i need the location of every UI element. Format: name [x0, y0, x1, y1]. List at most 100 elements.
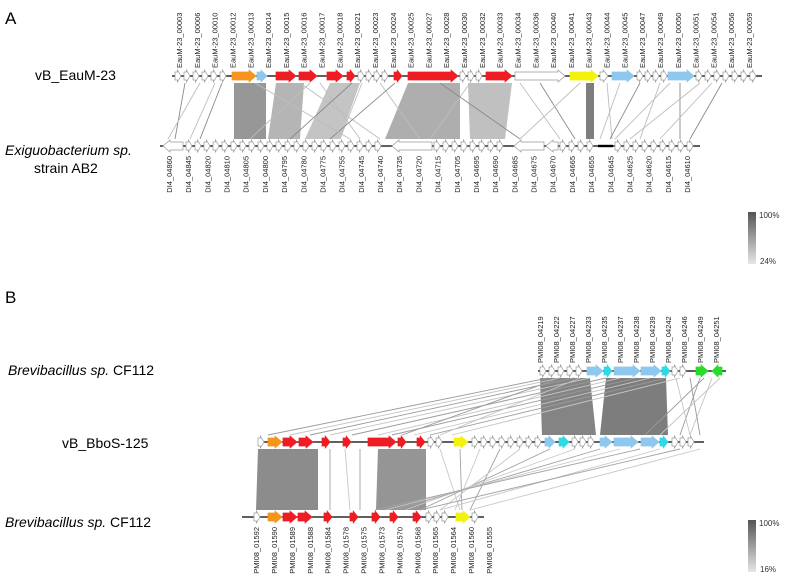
locus-eaum23-1: EauM-23_00006 — [193, 13, 202, 68]
track-ab2-gene-41 — [641, 138, 649, 154]
track-bbos125-gene-31 — [687, 434, 695, 450]
link-b-top-9 — [451, 377, 681, 436]
track-cf112-top-gene-2 — [557, 363, 565, 379]
locus-eaum23-3: EauM-23_00012 — [228, 13, 237, 68]
track-eaum23-gene-5 — [219, 68, 227, 84]
track-eaum23-gene-20 — [475, 68, 483, 84]
track-cf112-top-gene-11 — [679, 363, 687, 379]
track-ab2-gene-46 — [686, 138, 694, 154]
track-eaum23-gene-28 — [652, 68, 660, 84]
link-b-bot-10 — [394, 448, 601, 511]
track-bbos125-gene-4 — [321, 435, 331, 449]
track-cf112-top-gene-3 — [566, 363, 574, 379]
track-cf112-bottom-gene-3 — [297, 510, 313, 524]
locus-ab2-22: DI4_04655 — [587, 156, 596, 193]
locus-cf112-top-11: PMI08_04251 — [712, 316, 721, 363]
track-ab2-gene-27 — [460, 138, 468, 154]
track-ab2-gene-33 — [545, 139, 559, 153]
link-b-top-6 — [391, 377, 637, 436]
track-bbos125-gene-1 — [267, 435, 283, 449]
track-eaum23-gene-21 — [485, 69, 513, 83]
link-a-0 — [174, 82, 186, 140]
track-ab2-gene-20 — [356, 138, 364, 154]
track-bbos125-gene-6 — [367, 435, 397, 449]
track-ab2-gene-19 — [347, 138, 355, 154]
track-cf112-top-gene-1 — [548, 363, 556, 379]
legend-b-min: 16% — [760, 565, 776, 574]
locus-cf112-top-10: PMI08_04249 — [696, 316, 705, 363]
locus-ab2-6: DI4_04795 — [280, 156, 289, 193]
locus-cf112-bottom-12: PMI08_01560 — [467, 527, 476, 574]
link-a-13 — [606, 82, 613, 140]
track-ab2-gene-5 — [221, 138, 229, 154]
track-cf112-top-gene-12 — [695, 364, 709, 378]
track-cf112-top-gene-0 — [539, 363, 547, 379]
link-a-24 — [439, 82, 521, 140]
locus-eaum23-24: EauM-23_00044 — [603, 13, 612, 68]
track-eaum23-gene-3 — [201, 68, 209, 84]
link-a-11 — [519, 82, 561, 140]
link-a-2 — [189, 82, 216, 140]
locus-ab2-24: DI4_04625 — [625, 156, 634, 193]
link-a-12 — [539, 82, 576, 140]
locus-eaum23-23: EauM-23_00043 — [585, 13, 594, 68]
track-ab2 — [160, 138, 700, 154]
track-eaum23-gene-27 — [644, 68, 652, 84]
track-cf112-bottom-gene-2 — [282, 510, 298, 524]
track-bbos125-gene-14 — [489, 434, 497, 450]
locus-cf112-top-9: PMI08_04246 — [680, 316, 689, 363]
locus-eaum23-29: EauM-23_00051 — [692, 13, 701, 68]
track-cf112-top-gene-7 — [613, 364, 641, 378]
link-b-bot-block-1 — [256, 449, 318, 510]
link-a-block-5 — [468, 83, 512, 139]
track-cf112-bottom-gene-8 — [412, 510, 422, 524]
track-eaum23-gene-37 — [749, 68, 757, 84]
locus-cf112-bottom-6: PMI08_01575 — [360, 527, 369, 574]
track-bbos125-gene-23 — [579, 434, 587, 450]
locus-cf112-bottom-11: PMI08_01564 — [449, 527, 458, 574]
track-ab2-gene-28 — [469, 138, 477, 154]
locus-cf112-bottom-5: PMI08_01578 — [342, 527, 351, 574]
link-a-20 — [659, 82, 713, 140]
link-b-top-10 — [401, 377, 561, 436]
track-bbos125-gene-27 — [640, 435, 660, 449]
locus-cf112-bottom-8: PMI08_01570 — [395, 527, 404, 574]
genome-name-exiguobacterium: Exiguobacterium sp. — [5, 142, 132, 158]
locus-ab2-17: DI4_04690 — [491, 156, 500, 193]
track-bbos125-gene-30 — [679, 434, 687, 450]
track-ab2-gene-40 — [632, 138, 640, 154]
locus-eaum23-2: EauM-23_00010 — [211, 13, 220, 68]
track-eaum23-gene-10 — [326, 69, 344, 83]
track-cf112-top-gene-5 — [586, 364, 604, 378]
track-ab2-gene-42 — [650, 138, 658, 154]
locus-cf112-top-0: PMI08_04219 — [536, 316, 545, 363]
identity-legend-bar-b — [748, 520, 756, 572]
locus-ab2-14: DI4_04715 — [434, 156, 443, 193]
track-eaum23-gene-29 — [660, 68, 668, 84]
locus-ab2-23: DI4_04645 — [606, 156, 615, 193]
track-ab2-gene-21 — [365, 138, 373, 154]
track-eaum23 — [172, 68, 762, 84]
track-bbos125-gene-17 — [516, 434, 524, 450]
legend-b-max: 100% — [759, 519, 779, 528]
genome-name-brevibacillus-bottom: Brevibacillus sp. CF112 — [5, 514, 151, 530]
similarity-links — [167, 82, 723, 511]
track-eaum23-gene-35 — [731, 68, 739, 84]
track-ab2-gene-29 — [478, 138, 486, 154]
track-bbos125-gene-22 — [571, 434, 579, 450]
link-a-block-4 — [385, 83, 460, 139]
locus-ab2-13: DI4_04720 — [414, 156, 423, 193]
track-cf112-bottom — [242, 509, 484, 525]
track-eaum23-gene-11 — [346, 69, 356, 83]
track-bbos125-gene-8 — [416, 435, 426, 449]
track-ab2-gene-8 — [248, 138, 256, 154]
link-b-top-11 — [439, 377, 581, 436]
link-a-15 — [609, 82, 641, 140]
link-a-17 — [614, 82, 671, 140]
locus-eaum23-7: EauM-23_00016 — [300, 13, 309, 68]
track-cf112-bottom-gene-6 — [371, 510, 381, 524]
link-b-bot-12 — [374, 448, 641, 511]
link-a-14 — [599, 82, 621, 140]
